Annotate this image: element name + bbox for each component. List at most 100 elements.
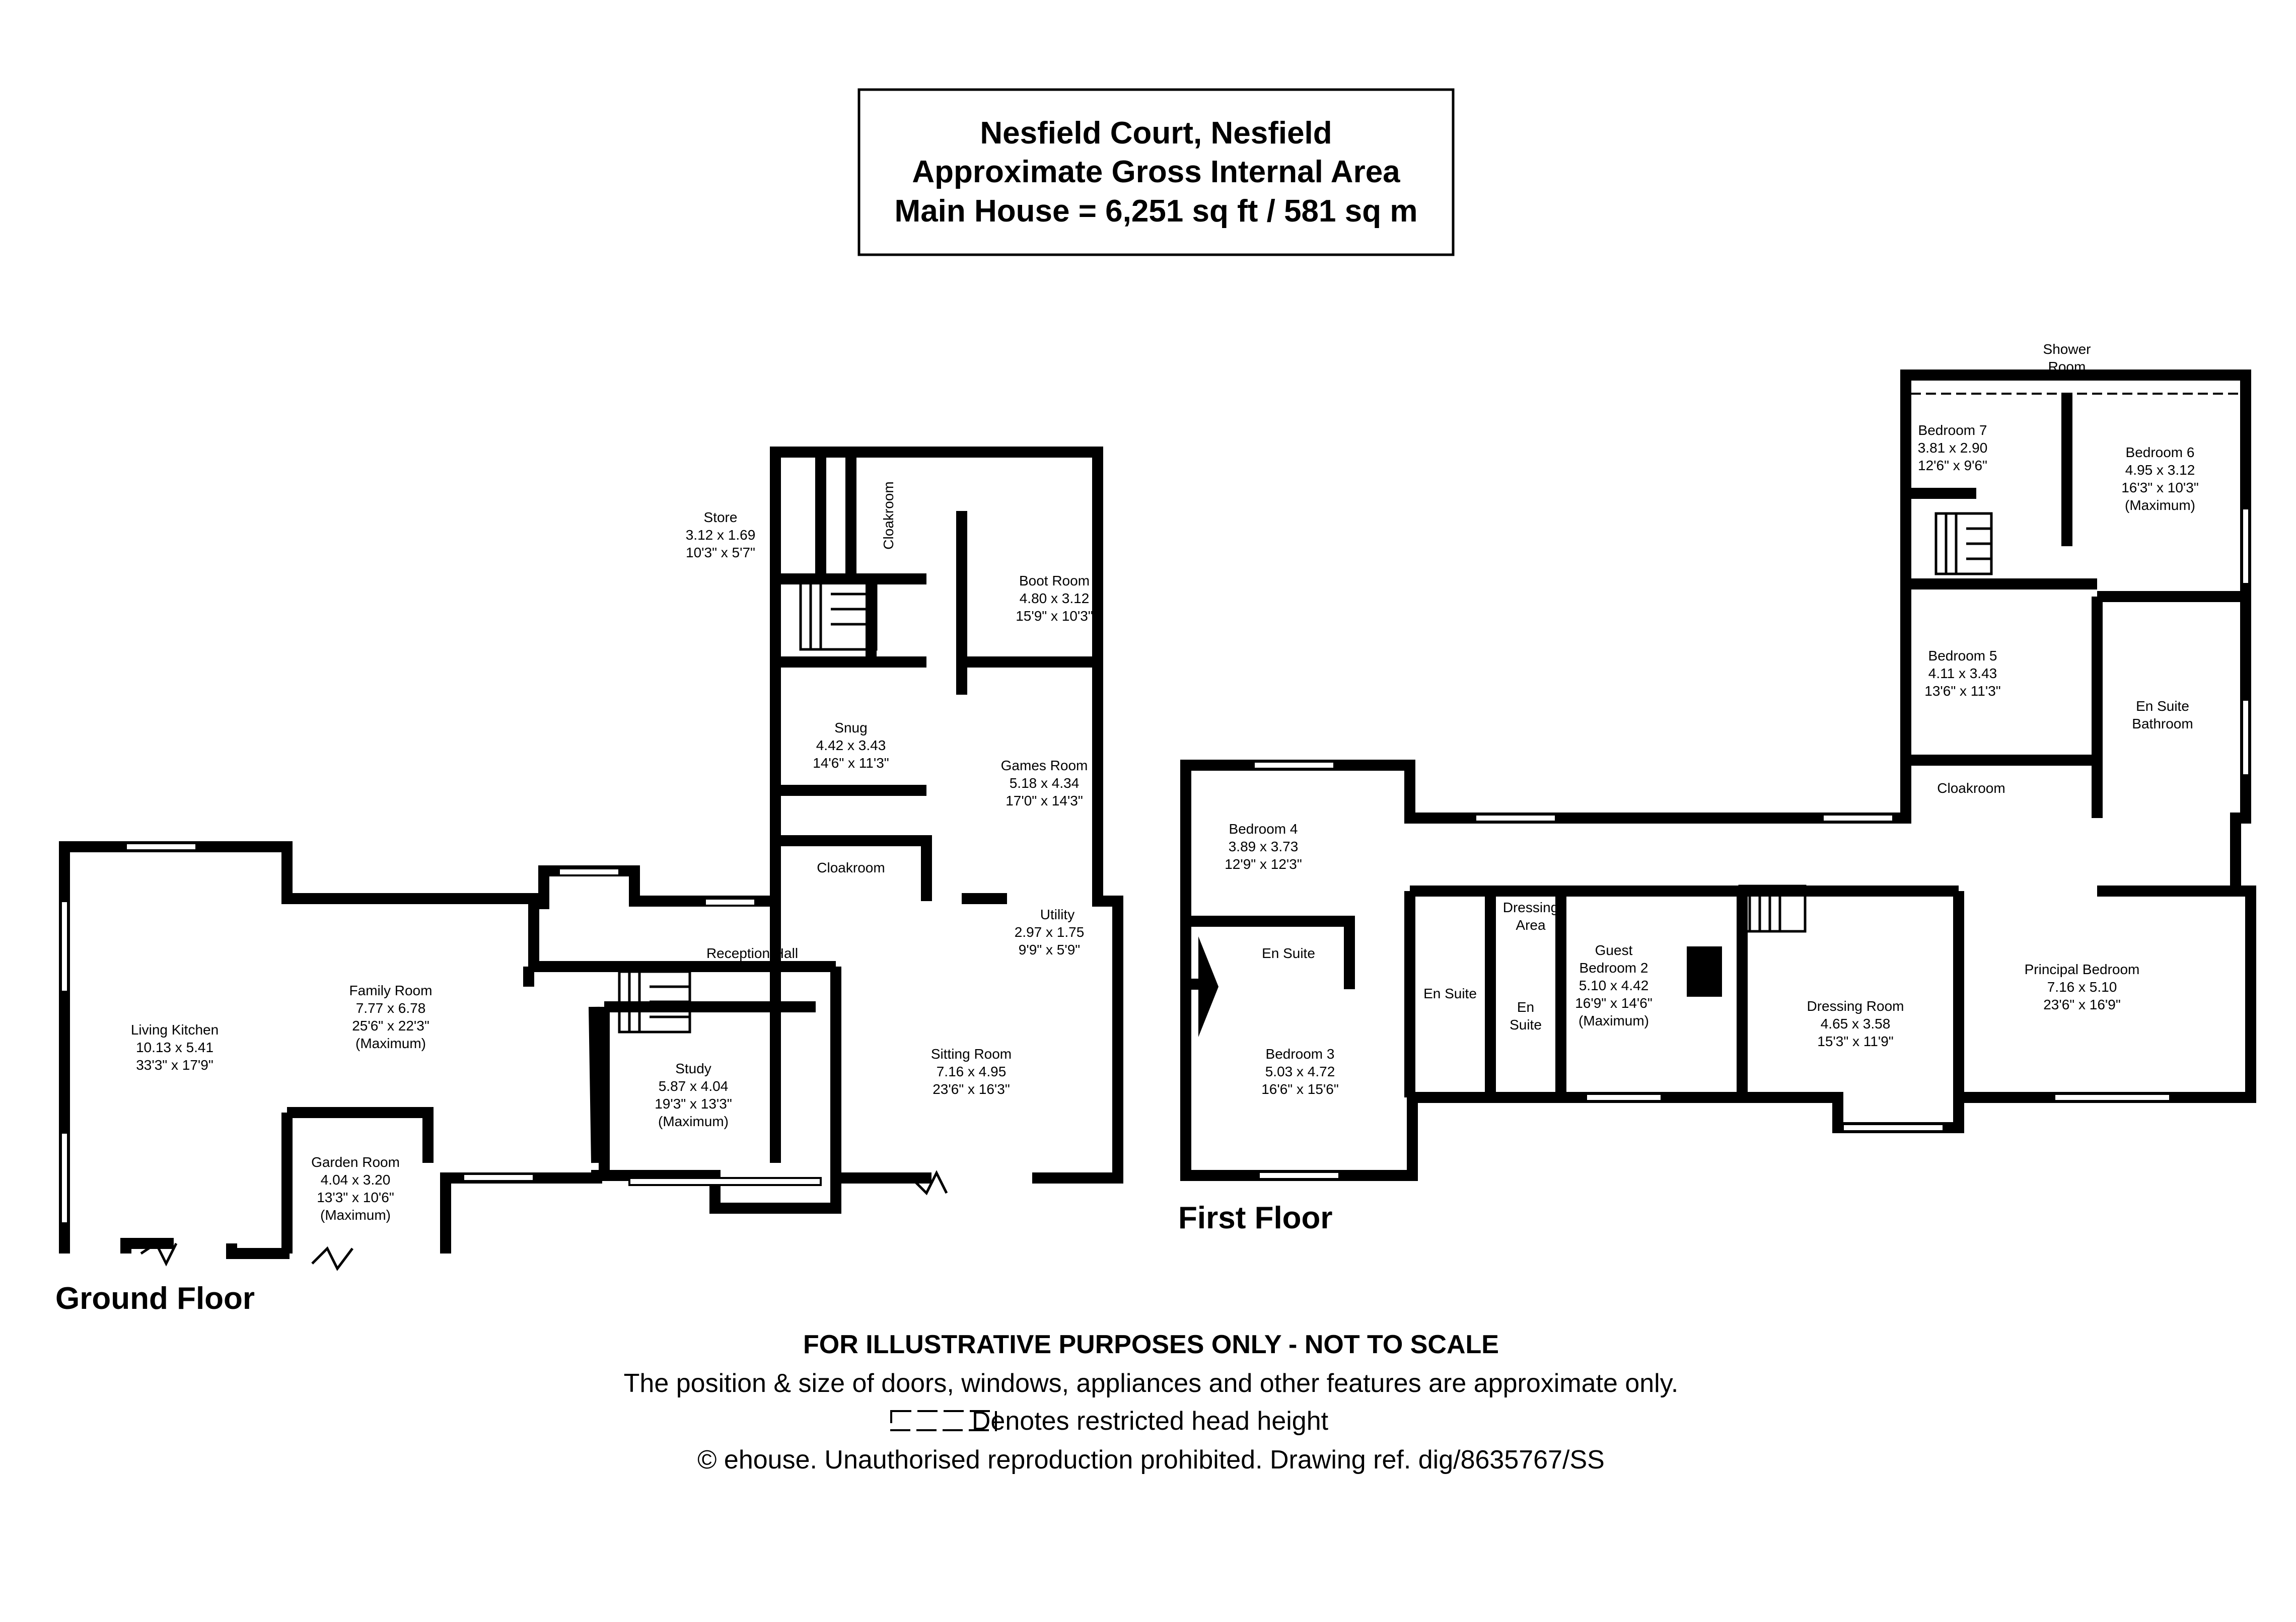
bedroom7-imperial: 12'6" x 9'6" (1918, 458, 1987, 473)
family-room-window (462, 1173, 535, 1182)
sitting-room-metric: 7.16 x 4.95 (937, 1064, 1007, 1079)
disclaimer-line-2: The position & size of doors, windows, a… (624, 1369, 1679, 1398)
bedroom4-metric: 3.89 x 3.73 (1229, 839, 1299, 854)
bedroom7-metric: 3.81 x 2.90 (1918, 440, 1988, 456)
garden-room-note: (Maximum) (320, 1207, 391, 1223)
ensuite-bathroom-window (2241, 699, 2250, 776)
shower-room-label-1: Shower (2043, 341, 2091, 357)
utility-metric: 2.97 x 1.75 (1015, 924, 1085, 940)
games-room-label: Games Room (1001, 758, 1088, 773)
study-imperial: 19'3" x 13'3" (655, 1096, 732, 1112)
first-floor-internal-walls (1186, 393, 2246, 1097)
store-imperial: 10'3" x 5'7" (686, 545, 755, 560)
games-room-metric: 5.18 x 4.34 (1010, 775, 1080, 791)
snug-imperial: 14'6" x 11'3" (813, 755, 889, 771)
bedroom3-label: Bedroom 3 (1266, 1046, 1335, 1062)
sitting-room-label: Sitting Room (931, 1046, 1012, 1062)
study-metric: 5.87 x 4.04 (659, 1078, 729, 1094)
reception-hall-label: Reception Hall (706, 945, 798, 961)
bedroom5-metric: 4.11 x 3.43 (1928, 666, 1997, 681)
store-metric: 3.12 x 1.69 (686, 527, 756, 543)
bedroom3-imperial: 16'6" x 15'6" (1261, 1081, 1339, 1097)
family-room-metric: 7.77 x 6.78 (356, 1000, 426, 1016)
title-line-1: Nesfield Court, Nesfield (980, 116, 1332, 151)
bedroom6-metric: 4.95 x 3.12 (2125, 462, 2195, 478)
bedroom7-label: Bedroom 7 (1918, 422, 1987, 438)
snug-label: Snug (834, 720, 867, 735)
bedroom3-chimney (1198, 936, 1218, 1037)
family-room-imperial: 25'6" x 22'3" (352, 1018, 429, 1034)
first-floor-label: First Floor (1178, 1201, 1333, 1235)
principal-window (2053, 1093, 2171, 1102)
cloakroom-ground-label: Cloakroom (817, 860, 885, 875)
dressing-area-label-1: Dressing (1503, 900, 1558, 915)
living-kitchen-metric: 10.13 x 5.41 (136, 1040, 213, 1055)
guest-bedroom-label-2: Bedroom 2 (1580, 960, 1648, 976)
snug-metric: 4.42 x 3.43 (816, 738, 886, 753)
guest-bedroom-note: (Maximum) (1578, 1013, 1649, 1028)
dressing-room-window (1842, 1123, 1945, 1132)
ground-floor-labels: Living Kitchen 10.13 x 5.41 33'3" x 17'9… (55, 481, 1093, 1316)
dressing-area-label-2: Area (1516, 917, 1546, 933)
landing-window-1 (1474, 814, 1557, 823)
title-box: Nesfield Court, Nesfield Approximate Gro… (857, 88, 1455, 256)
games-room-imperial: 17'0" x 14'3" (1006, 793, 1083, 808)
guest-bedroom-imperial: 16'9" x 14'6" (1575, 995, 1653, 1011)
disclaimer-line-1: FOR ILLUSTRATIVE PURPOSES ONLY - NOT TO … (803, 1330, 1499, 1359)
title-line-3: Main House = 6,251 sq ft / 581 sq m (895, 194, 1418, 229)
disclaimer: FOR ILLUSTRATIVE PURPOSES ONLY - NOT TO … (624, 1330, 1679, 1474)
principal-bedroom-label: Principal Bedroom (2025, 962, 2140, 977)
en-suite-bathroom-label-1: En Suite (2136, 698, 2189, 714)
upper-stairs (799, 577, 878, 651)
bedroom4-window (1253, 761, 1335, 770)
guest-bedroom-label-1: Guest (1595, 942, 1633, 958)
dressing-room-imperial: 15'3" x 11'9" (1817, 1034, 1893, 1049)
en-suite-guest-label-2: Suite (1510, 1017, 1542, 1033)
landing-window-2 (1822, 814, 1894, 823)
boot-room-metric: 4.80 x 3.12 (1020, 591, 1090, 606)
garden-room-label: Garden Room (311, 1154, 400, 1170)
reception-window (704, 898, 756, 907)
principal-bedroom-metric: 7.16 x 5.10 (2047, 979, 2117, 995)
living-kitchen-label: Living Kitchen (131, 1022, 219, 1038)
living-side-window-1 (60, 900, 69, 993)
bedroom6-label: Bedroom 6 (2126, 445, 2195, 460)
boot-room-label: Boot Room (1019, 573, 1090, 588)
living-kitchen-window (125, 842, 197, 851)
living-kitchen-imperial: 33'3" x 17'9" (136, 1057, 213, 1073)
ground-floor-plan (59, 447, 1123, 1271)
shower-room-label-2: Room (2048, 359, 2086, 375)
guest-bedroom-metric: 5.10 x 4.42 (1579, 978, 1649, 993)
guest-bedroom-window (1585, 1093, 1663, 1102)
bedroom3-metric: 5.03 x 4.72 (1265, 1064, 1335, 1079)
cloakroom-first-label: Cloakroom (1937, 780, 2005, 796)
disclaimer-line-4: © ehouse. Unauthorised reproduction proh… (697, 1445, 1605, 1474)
bedroom6-imperial: 16'3" x 10'3" (2121, 480, 2199, 495)
dressing-room-label: Dressing Room (1807, 998, 1904, 1014)
en-suite-guest-label-1: En (1517, 999, 1534, 1015)
family-room-note: (Maximum) (355, 1036, 426, 1051)
study-bay-window (628, 1177, 822, 1186)
bedroom4-imperial: 12'9" x 12'3" (1225, 856, 1302, 872)
garden-room-imperial: 13'3" x 10'6" (317, 1190, 394, 1205)
utility-label: Utility (1040, 907, 1074, 922)
cloakroom-upper-label: Cloakroom (881, 481, 896, 549)
sitting-room-imperial: 23'6" x 16'3" (932, 1081, 1010, 1097)
ground-internal-walls (281, 452, 1098, 1254)
en-suite-bathroom-label-2: Bathroom (2132, 716, 2193, 731)
en-suite-b4-label: En Suite (1262, 945, 1315, 961)
boot-room-imperial: 15'9" x 10'3" (1016, 608, 1093, 624)
restricted-height-legend-symbol (890, 1410, 997, 1431)
first-floor-plan (1180, 370, 2256, 1181)
living-kitchen-walls (59, 447, 1123, 1259)
bedroom5-imperial: 13'6" x 11'3" (1924, 683, 2000, 699)
bedroom3-window (1258, 1171, 1340, 1180)
title-line-2: Approximate Gross Internal Area (912, 155, 1400, 189)
dressing-room-metric: 4.65 x 3.58 (1821, 1016, 1891, 1031)
utility-imperial: 9'9" x 5'9" (1019, 942, 1080, 957)
hall-window (558, 867, 620, 876)
chimney-breast (1687, 946, 1722, 997)
garden-doors (140, 1170, 948, 1271)
first-floor-labels: Bedroom 4 3.89 x 3.73 12'9" x 12'3" En S… (1178, 341, 2199, 1235)
